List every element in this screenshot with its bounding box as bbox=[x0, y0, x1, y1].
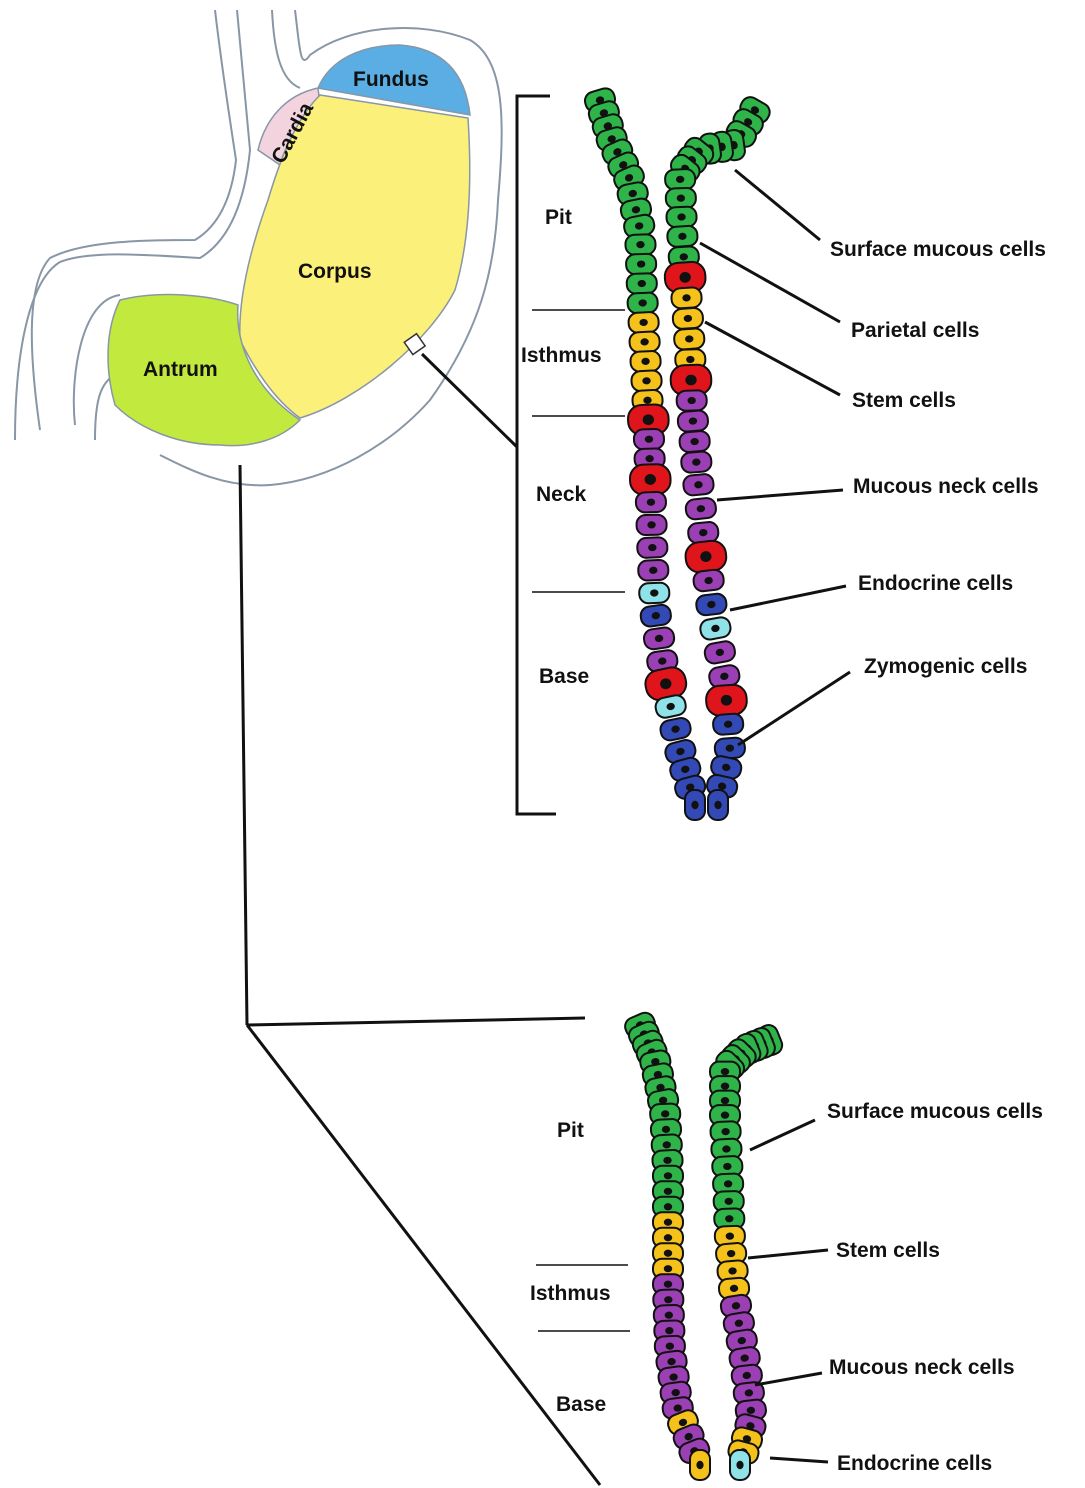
zone-label-isthmus: Isthmus bbox=[530, 1282, 611, 1305]
surface-mucous-cell bbox=[625, 234, 656, 255]
label-stem-cells: Stem cells bbox=[852, 389, 956, 412]
label-surface-mucous-cells: Surface mucous cells bbox=[827, 1100, 1043, 1123]
label-surface-mucous-cells: Surface mucous cells bbox=[830, 238, 1046, 261]
leader-line bbox=[735, 170, 820, 240]
antrum-gland-zones: Pit Isthmus Base bbox=[530, 1119, 630, 1416]
mucous-neck-cell bbox=[683, 473, 715, 496]
fundus-label: Fundus bbox=[353, 68, 429, 91]
parietal-cell bbox=[630, 464, 671, 495]
zymogenic-cell bbox=[640, 604, 673, 628]
zymogenic-cell bbox=[708, 790, 728, 820]
antrum-gland bbox=[622, 1010, 785, 1480]
stem-cell bbox=[674, 328, 705, 350]
surface-mucous-cell bbox=[627, 292, 658, 313]
connector-lines bbox=[240, 354, 600, 1485]
label-mucous-neck-cells: Mucous neck cells bbox=[829, 1356, 1015, 1379]
endocrine-cell bbox=[699, 616, 732, 641]
label-stem-cells: Stem cells bbox=[836, 1239, 940, 1262]
mucous-neck-cell bbox=[703, 640, 736, 665]
stem-cell bbox=[631, 370, 662, 391]
leader-line bbox=[717, 490, 843, 500]
leader-line bbox=[730, 586, 846, 610]
parietal-cell bbox=[705, 684, 748, 717]
zymogenic-cell bbox=[712, 713, 743, 735]
corpus-gland-zones: Pit Isthmus Neck Base bbox=[517, 96, 625, 814]
antrum-cell-labels: Surface mucous cells Stem cells Mucous n… bbox=[827, 1100, 1043, 1475]
zone-label-base: Base bbox=[556, 1393, 606, 1416]
label-zymogenic-cells: Zymogenic cells bbox=[864, 655, 1027, 678]
antrum-connector-vertical bbox=[240, 465, 247, 1025]
endocrine-cell bbox=[730, 1450, 750, 1480]
corpus-bracket bbox=[517, 96, 556, 814]
corpus-gland bbox=[583, 86, 773, 820]
leader-line bbox=[700, 243, 840, 322]
endocrine-cell bbox=[639, 582, 670, 603]
label-parietal-cells: Parietal cells bbox=[851, 319, 979, 342]
zymogenic-cell bbox=[685, 790, 705, 820]
mucous-neck-cell bbox=[679, 430, 711, 452]
corpus-connector bbox=[422, 354, 517, 447]
antrum-connector-lower bbox=[247, 1025, 600, 1485]
zone-label-pit: Pit bbox=[557, 1119, 584, 1142]
stomach: Fundus Cardia Corpus Antrum bbox=[15, 10, 502, 485]
antrum-connector-upper bbox=[247, 1018, 585, 1025]
label-endocrine-cells: Endocrine cells bbox=[837, 1452, 992, 1475]
mucous-neck-cell bbox=[636, 514, 667, 535]
corpus-cell-labels: Surface mucous cells Parietal cells Stem… bbox=[830, 238, 1046, 678]
antrum-label: Antrum bbox=[143, 358, 218, 381]
mucous-neck-cell bbox=[634, 429, 665, 450]
mucous-neck-cell bbox=[636, 492, 667, 513]
mucous-neck-cell bbox=[638, 560, 669, 581]
zone-label-isthmus: Isthmus bbox=[521, 344, 602, 367]
leader-line bbox=[748, 1250, 828, 1258]
mucous-neck-cell bbox=[693, 569, 725, 592]
label-mucous-neck-cells: Mucous neck cells bbox=[853, 475, 1039, 498]
zone-label-pit: Pit bbox=[545, 206, 572, 229]
zymogenic-cell bbox=[695, 593, 727, 616]
stem-cell bbox=[628, 312, 659, 333]
mucous-neck-cell bbox=[637, 537, 668, 558]
leader-line bbox=[755, 1373, 822, 1385]
surface-mucous-cell bbox=[665, 188, 696, 209]
leader-line bbox=[738, 672, 850, 745]
label-endocrine-cells: Endocrine cells bbox=[858, 572, 1013, 595]
stem-cell bbox=[672, 307, 703, 329]
stem-cell bbox=[629, 331, 660, 352]
surface-mucous-cell bbox=[626, 254, 657, 275]
mucous-neck-cell bbox=[681, 451, 713, 473]
surface-mucous-cell bbox=[626, 273, 657, 294]
corpus-label: Corpus bbox=[298, 260, 372, 283]
parietal-cell bbox=[684, 539, 728, 573]
zone-label-base: Base bbox=[539, 665, 589, 688]
leader-line bbox=[770, 1458, 828, 1462]
zone-label-neck: Neck bbox=[536, 483, 587, 506]
zymogenic-cell bbox=[659, 716, 693, 742]
leader-line bbox=[750, 1120, 815, 1150]
surface-mucous-cell bbox=[666, 206, 697, 227]
mucous-neck-cell bbox=[677, 410, 709, 432]
mucous-neck-cell bbox=[676, 390, 707, 411]
stem-cell bbox=[671, 287, 702, 309]
mucous-neck-cell bbox=[643, 626, 676, 650]
leader-line bbox=[705, 322, 840, 395]
surface-mucous-cell bbox=[667, 225, 698, 247]
stem-cell bbox=[630, 351, 661, 372]
surface-mucous-cell bbox=[665, 169, 696, 190]
stem-cell bbox=[690, 1450, 710, 1480]
mucous-neck-cell bbox=[685, 497, 717, 520]
